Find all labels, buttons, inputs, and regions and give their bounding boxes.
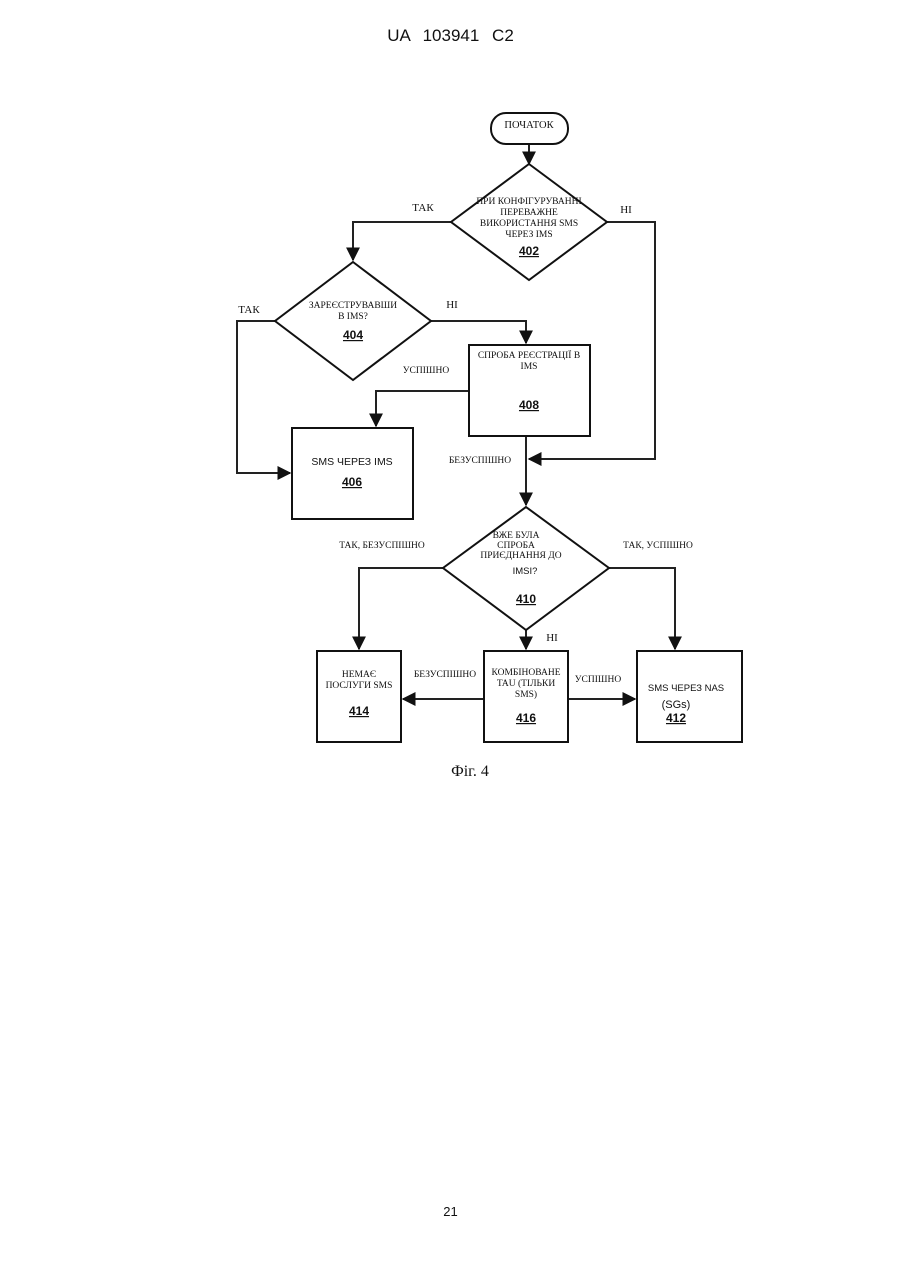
process-408-success-label: УСПІШНО bbox=[403, 366, 450, 376]
process-408-fail-label: БЕЗУСПІШНО bbox=[449, 456, 511, 466]
decision-402-yes-label: ТАК bbox=[412, 202, 434, 214]
decision-410-line-3: ПРИЄДНАННЯ ДО bbox=[480, 551, 561, 561]
arrow-408-success-to-406 bbox=[376, 391, 469, 426]
decision-404-no-label: НІ bbox=[446, 299, 458, 311]
start-label: ПОЧАТОК bbox=[504, 120, 554, 131]
process-414-line-1: НЕМАЄ bbox=[342, 670, 376, 680]
arrow-410-left-to-414 bbox=[359, 568, 445, 649]
process-416-line-3: SMS) bbox=[515, 689, 537, 700]
process-412: SMS ЧЕРЕЗ NAS (SGs) 412 bbox=[637, 651, 742, 742]
decision-410-line-4: IMSI? bbox=[513, 566, 538, 577]
process-408-number: 408 bbox=[519, 398, 539, 412]
decision-404-yes-label: ТАК bbox=[238, 304, 260, 316]
process-406-number: 406 bbox=[342, 475, 362, 489]
process-406: SMS ЧЕРЕЗ IMS 406 bbox=[292, 428, 413, 519]
process-416-line-1: КОМБІНОВАНЕ bbox=[491, 668, 560, 678]
decision-402-line-1: ПРИ КОНФІГУРУВАННІ bbox=[476, 197, 581, 207]
process-408-line-1: СПРОБА РЕЄСТРАЦІЇ В bbox=[478, 349, 580, 361]
process-416-success-label: УСПІШНО bbox=[575, 675, 622, 685]
decision-402-number: 402 bbox=[519, 244, 539, 258]
decision-410-no-label: НІ bbox=[546, 632, 558, 644]
decision-410-number: 410 bbox=[516, 592, 536, 606]
figure-caption: Фіг. 4 bbox=[451, 763, 489, 780]
process-416-number: 416 bbox=[516, 711, 536, 725]
decision-402: ПРИ КОНФІГУРУВАННІ ПЕРЕВАЖНЕ ВИКОРИСТАНН… bbox=[451, 164, 607, 280]
decision-404-number: 404 bbox=[343, 328, 363, 342]
connectors bbox=[237, 144, 675, 699]
decision-404-line-1: ЗАРЕЄСТРУВАВШИ bbox=[309, 301, 397, 311]
start-terminal: ПОЧАТОК bbox=[491, 113, 568, 144]
decision-404: ЗАРЕЄСТРУВАВШИ В IMS? 404 bbox=[275, 262, 431, 380]
decision-410-line-2: СПРОБА bbox=[497, 541, 535, 551]
process-416-fail-label: БЕЗУСПІШНО bbox=[414, 670, 476, 680]
process-412-number: 412 bbox=[666, 711, 686, 725]
process-406-text: SMS ЧЕРЕЗ IMS bbox=[311, 456, 392, 468]
decision-410-line-1: ВЖЕ БУЛА bbox=[493, 531, 540, 541]
process-408: СПРОБА РЕЄСТРАЦІЇ В IMS 408 bbox=[469, 345, 590, 436]
page-number: 21 bbox=[0, 1204, 901, 1219]
decision-410: ВЖЕ БУЛА СПРОБА ПРИЄДНАННЯ ДО IMSI? 410 bbox=[443, 507, 609, 630]
decision-402-line-4: ЧЕРЕЗ IMS bbox=[505, 230, 552, 240]
arrow-410-right-to-412 bbox=[609, 568, 675, 649]
decision-402-no-label: НІ bbox=[620, 204, 632, 216]
process-416-line-2: TAU (ТІЛЬКИ bbox=[497, 678, 556, 689]
arrow-404-yes-to-406 bbox=[237, 321, 290, 473]
decision-410-right-label: ТАК, УСПІШНО bbox=[623, 541, 693, 551]
decision-410-left-label: ТАК, БЕЗУСПІШНО bbox=[339, 541, 425, 551]
decision-402-line-2: ПЕРЕВАЖНЕ bbox=[500, 208, 558, 218]
process-414-number: 414 bbox=[349, 704, 369, 718]
arrow-402-yes-to-404 bbox=[353, 222, 451, 260]
process-412-line-2: (SGs) bbox=[662, 699, 691, 711]
process-414: НЕМАЄ ПОСЛУГИ SMS 414 bbox=[317, 651, 401, 742]
process-412-line-1: SMS ЧЕРЕЗ NAS bbox=[648, 683, 724, 694]
decision-402-line-3: ВИКОРИСТАННЯ SMS bbox=[480, 219, 578, 229]
process-414-line-2: ПОСЛУГИ SMS bbox=[326, 681, 393, 691]
arrow-404-no-to-408 bbox=[431, 321, 526, 343]
process-416: КОМБІНОВАНЕ TAU (ТІЛЬКИ SMS) 416 bbox=[484, 651, 568, 742]
process-408-line-2: IMS bbox=[521, 362, 538, 372]
decision-404-line-2: В IMS? bbox=[338, 312, 368, 322]
